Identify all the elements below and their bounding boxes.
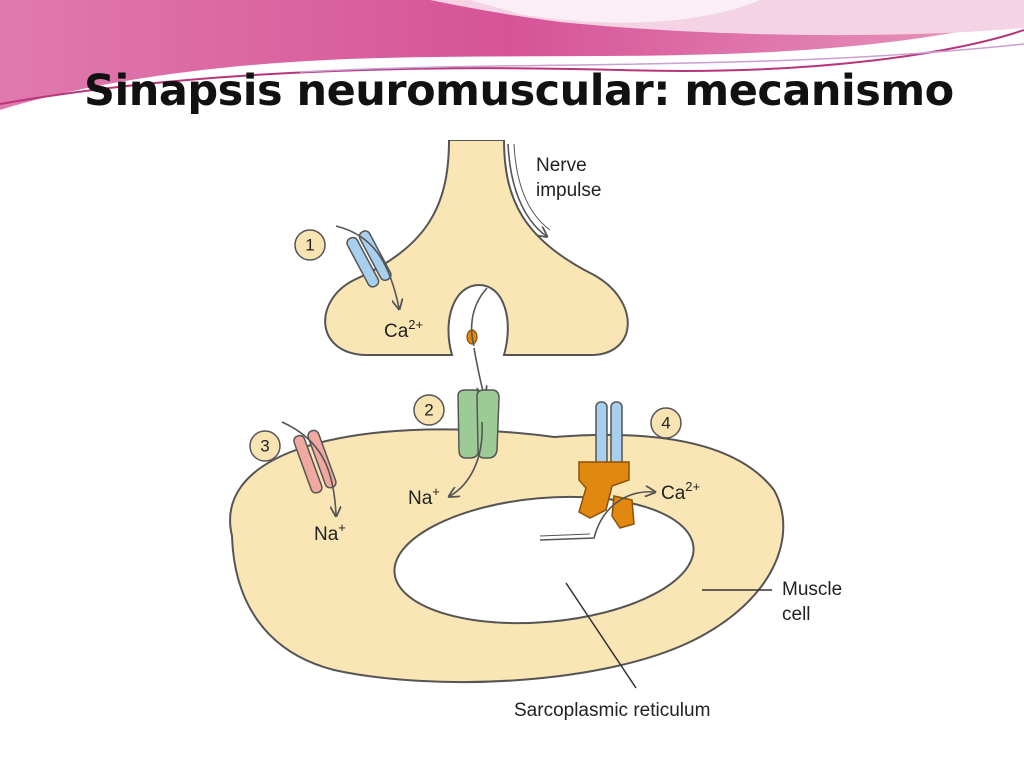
step-badge-1: 1 (294, 229, 326, 261)
neuromuscular-synapse-diagram: 1 2 3 4 Nerve impulse Ca2+ Na+ Na+ Ca2+ … (229, 140, 842, 721)
label-muscle-cell-line2: cell (782, 604, 811, 625)
acetylcholine-release-arrow (473, 347, 484, 395)
dihydropyridine-receptor (595, 401, 623, 467)
header-swoosh-decoration (0, 0, 1024, 110)
svg-text:4: 4 (661, 414, 670, 433)
nerve-impulse-arrow (507, 143, 546, 236)
step-badge-3: 3 (249, 430, 281, 462)
header-curve-line-2 (299, 43, 1024, 73)
step-badge-2: 2 (413, 394, 445, 426)
label-sodium-left: Na+ (314, 520, 346, 545)
step-badge-4: 4 (650, 407, 682, 439)
sarcoplasmic-reticulum-shape (393, 495, 695, 625)
svg-text:1: 1 (305, 236, 314, 255)
voltage-gated-calcium-channel (346, 230, 392, 288)
label-muscle-cell: Muscle (782, 579, 842, 600)
ryanodine-receptor (578, 461, 635, 529)
header-band-white (470, 0, 760, 23)
vesicle-path-arrow (470, 287, 488, 347)
acetylcholine-receptor (457, 389, 500, 459)
sodium-influx-arrow-left (281, 421, 336, 515)
label-nerve-impulse: Nerve (536, 155, 587, 176)
sarcoplasmic-reticulum-leader-line (565, 582, 637, 689)
slide-title: Sinapsis neuromuscular: mecanismo (84, 66, 954, 116)
svg-text:3: 3 (260, 437, 269, 456)
label-nerve-impulse-line2: impulse (536, 180, 601, 201)
label-sarcoplasmic-reticulum: Sarcoplasmic reticulum (514, 700, 710, 721)
label-calcium-nerve: Ca2+ (384, 317, 423, 342)
calcium-influx-arrow (335, 225, 399, 308)
label-calcium-muscle: Ca2+ (661, 479, 700, 504)
sodium-influx-arrow-center (450, 421, 483, 496)
svg-text:2: 2 (424, 401, 433, 420)
calcium-release-arrow (539, 492, 654, 541)
label-sodium-center: Na+ (408, 484, 440, 509)
